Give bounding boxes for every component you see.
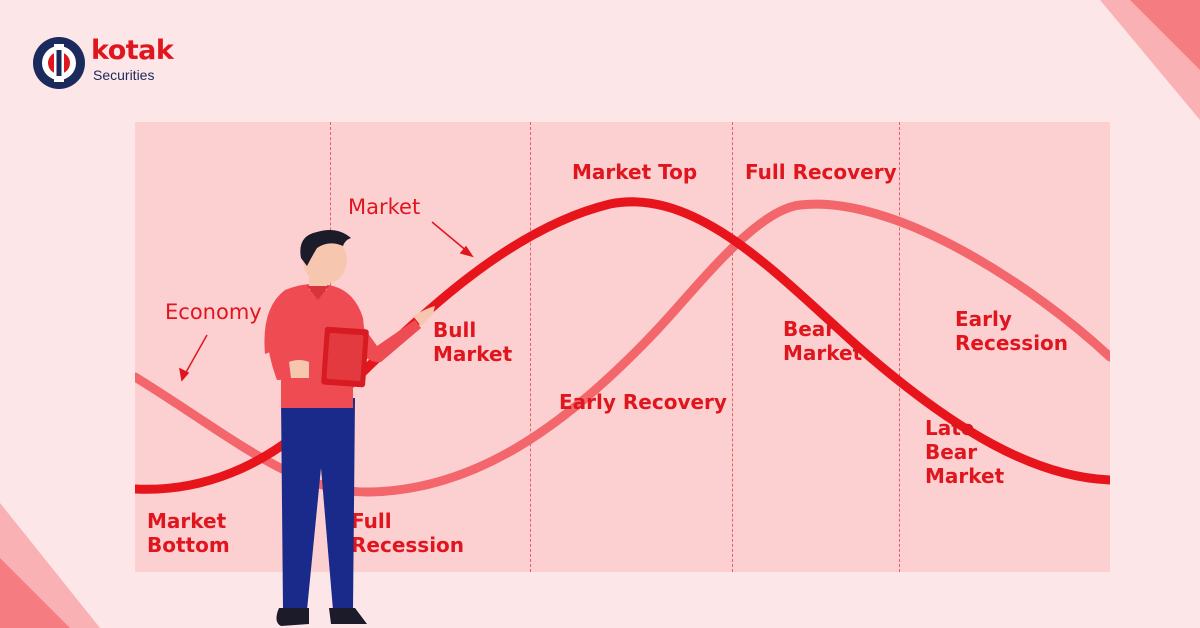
market-callout: Market [348,195,421,219]
phase-divider [899,122,900,572]
phase-divider [732,122,733,572]
phase-label-late-bear-market: Late Bear Market [925,416,1005,488]
corner-decoration-top-right [1100,0,1200,120]
phase-label-market-bottom: Market Bottom [147,509,230,557]
economy-arrow [178,334,208,382]
phase-label-full-recession: Full Recession [351,509,465,557]
phase-divider [530,122,531,572]
phase-label-early-recession: Early Recession [955,307,1069,355]
market-arrow [431,221,474,258]
corner-decoration-bottom-left [0,503,100,628]
brand-name: kotak [91,35,174,66]
phase-label-full-recovery: Full Recovery [745,160,897,184]
phase-label-early-recovery: Early Recovery [559,390,727,414]
phase-label-bear-market: Bear Market [783,317,863,365]
phase-label-bull-market: Bull Market [433,318,513,366]
kotak-securities-logo: kotak Securities [32,34,232,90]
brand-subtitle: Securities [93,67,155,83]
kotak-logo-icon [33,37,85,89]
economy-callout: Economy [165,300,262,324]
phase-label-market-top: Market Top [572,160,698,184]
presenter-illustration [264,230,435,626]
